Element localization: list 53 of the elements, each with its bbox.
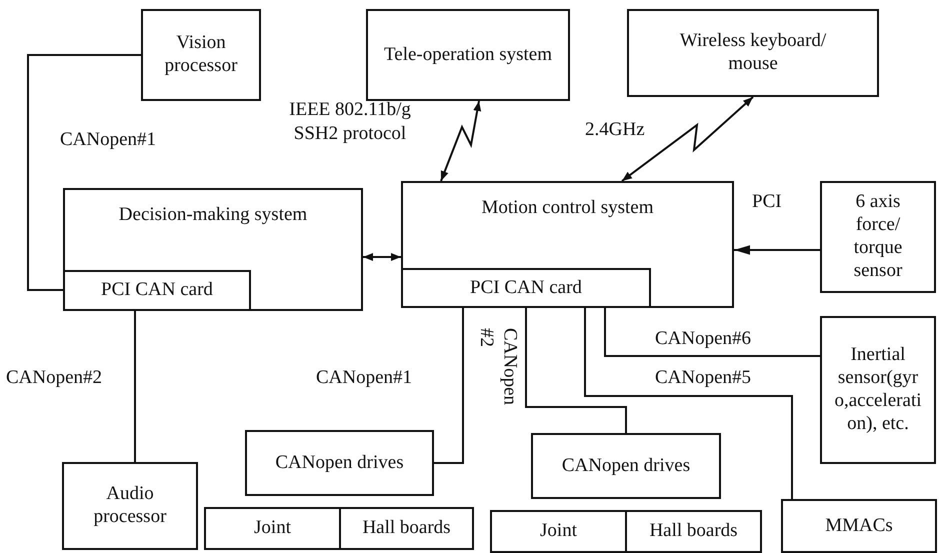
connector-line [134,311,136,462]
box-label: Audio processor [92,483,168,529]
process-box [401,181,734,308]
box-label: CANopen drives [274,452,405,474]
process-box [63,270,251,311]
process-box [820,316,936,464]
box-label: Hall boards [648,520,739,543]
box-label: Joint [539,520,578,543]
box-label: Tele-operation system [382,44,554,66]
box-label: Inertial sensor(gyro,acceleration), etc. [833,344,922,436]
process-box [781,499,937,553]
box-label: Wireless keyboard/ mouse [678,30,828,76]
connector-line [584,308,793,499]
edge-label: CANopen #2 [474,328,522,408]
edge-label: CANopen#2 [6,366,102,390]
process-box [820,181,936,293]
box-label: PCI CAN card [100,279,214,302]
process-box [204,507,341,550]
process-box [627,9,879,97]
process-box [245,430,434,496]
box-label: MMACs [824,514,894,538]
arrow [734,245,820,255]
edge-label: 2.4GHz [585,118,645,142]
edge-label: CANopen#1 [316,366,412,390]
arrow [363,253,401,261]
process-box [531,433,721,499]
box-label: 6 axis force/ torque sensor [852,191,904,283]
edge-label: CANopen#6 [655,327,752,351]
edge-label: CANopen#1 [60,128,156,152]
box-label: CANopen drives [560,454,692,478]
process-box [141,9,261,101]
process-box [63,188,363,311]
process-box [401,268,651,308]
arrow [440,100,482,182]
connector-line [434,308,464,464]
arrow [621,96,754,182]
process-box [339,507,474,550]
box-label: Decision-making system [118,204,308,227]
edge-label: CANopen#5 [655,366,752,390]
process-box [62,462,198,550]
box-label: PCI CAN card [469,276,583,300]
box-label: Hall boards [361,517,452,540]
box-label: Motion control system [480,197,655,220]
edge-label: IEEE 802.11b/g SSH2 protocol [288,98,412,146]
process-box [625,510,762,553]
connector-line [604,308,820,357]
connector-line [27,54,141,291]
process-box [490,510,627,553]
box-label: Vision processor [164,32,238,78]
box-label: Joint [253,517,292,540]
process-box [366,9,570,101]
edge-label: PCI [752,190,782,214]
connector-line [525,308,627,433]
